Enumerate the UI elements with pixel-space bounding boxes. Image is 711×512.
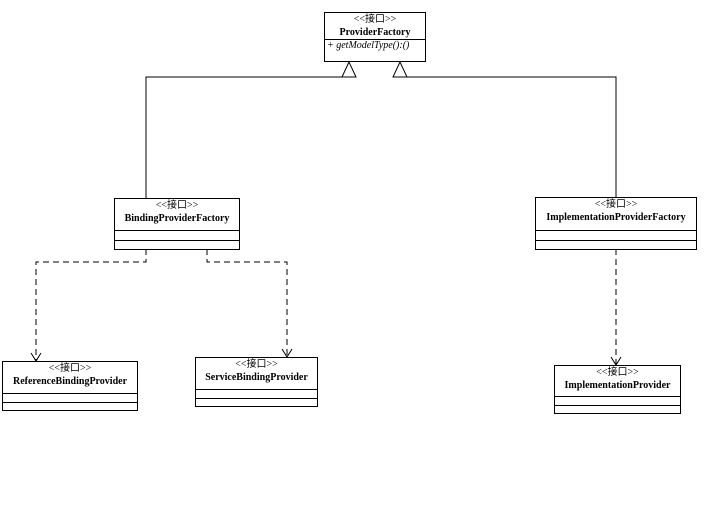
attributes-section <box>536 230 696 240</box>
dependency-binding-to-service <box>206 249 293 358</box>
stereotype-label: <<接口>> <box>353 14 397 25</box>
generalization-binding-to-provider <box>145 60 357 198</box>
class-header: <<接口>> ServiceBindingProvider <box>196 358 317 389</box>
stereotype-label: <<接口>> <box>235 359 278 370</box>
class-name: ProviderFactory <box>339 27 411 38</box>
stereotype-label: <<接口>> <box>155 200 199 211</box>
attributes-section <box>196 389 317 398</box>
operations-section: + getModelType():() <box>325 39 425 55</box>
stereotype-label: <<接口>> <box>596 367 639 378</box>
class-name: BindingProviderFactory <box>124 213 230 224</box>
class-name: ImplementationProviderFactory <box>546 212 686 223</box>
operations-section <box>555 405 680 414</box>
generalization-implementation-to-provider <box>392 60 617 197</box>
stereotype-label: <<接口>> <box>48 363 92 374</box>
operations-section <box>536 240 696 250</box>
generalization-arrowhead <box>341 60 357 78</box>
operations-section <box>196 398 317 407</box>
class-reference-binding-provider[interactable]: <<接口>> ReferenceBindingProvider <box>2 361 138 411</box>
class-name: ImplementationProvider <box>564 380 671 391</box>
class-header: <<接口>> ProviderFactory <box>325 13 425 39</box>
generalization-arrowhead <box>392 60 408 78</box>
attributes-section <box>555 396 680 405</box>
class-header: <<接口>> ImplementationProvider <box>555 366 680 396</box>
class-provider-factory[interactable]: <<接口>> ProviderFactory + getModelType():… <box>324 12 426 62</box>
class-header: <<接口>> ReferenceBindingProvider <box>3 362 137 393</box>
class-name: ReferenceBindingProvider <box>12 376 128 387</box>
attributes-section <box>3 393 137 402</box>
attributes-section <box>115 230 239 240</box>
operations-section <box>3 402 137 411</box>
class-header: <<接口>> BindingProviderFactory <box>115 199 239 230</box>
class-name: ServiceBindingProvider <box>205 372 308 383</box>
class-header: <<接口>> ImplementationProviderFactory <box>536 198 696 230</box>
operation-get-model-type: + getModelType():() <box>327 40 410 51</box>
class-implementation-provider-factory[interactable]: <<接口>> ImplementationProviderFactory <box>535 197 697 250</box>
operations-section <box>115 240 239 250</box>
dependency-binding-to-reference <box>30 249 147 362</box>
class-service-binding-provider[interactable]: <<接口>> ServiceBindingProvider <box>195 357 318 407</box>
class-implementation-provider[interactable]: <<接口>> ImplementationProvider <box>554 365 681 414</box>
stereotype-label: <<接口>> <box>594 199 638 210</box>
class-binding-provider-factory[interactable]: <<接口>> BindingProviderFactory <box>114 198 240 250</box>
dependency-implementation-to-provider <box>610 249 622 366</box>
